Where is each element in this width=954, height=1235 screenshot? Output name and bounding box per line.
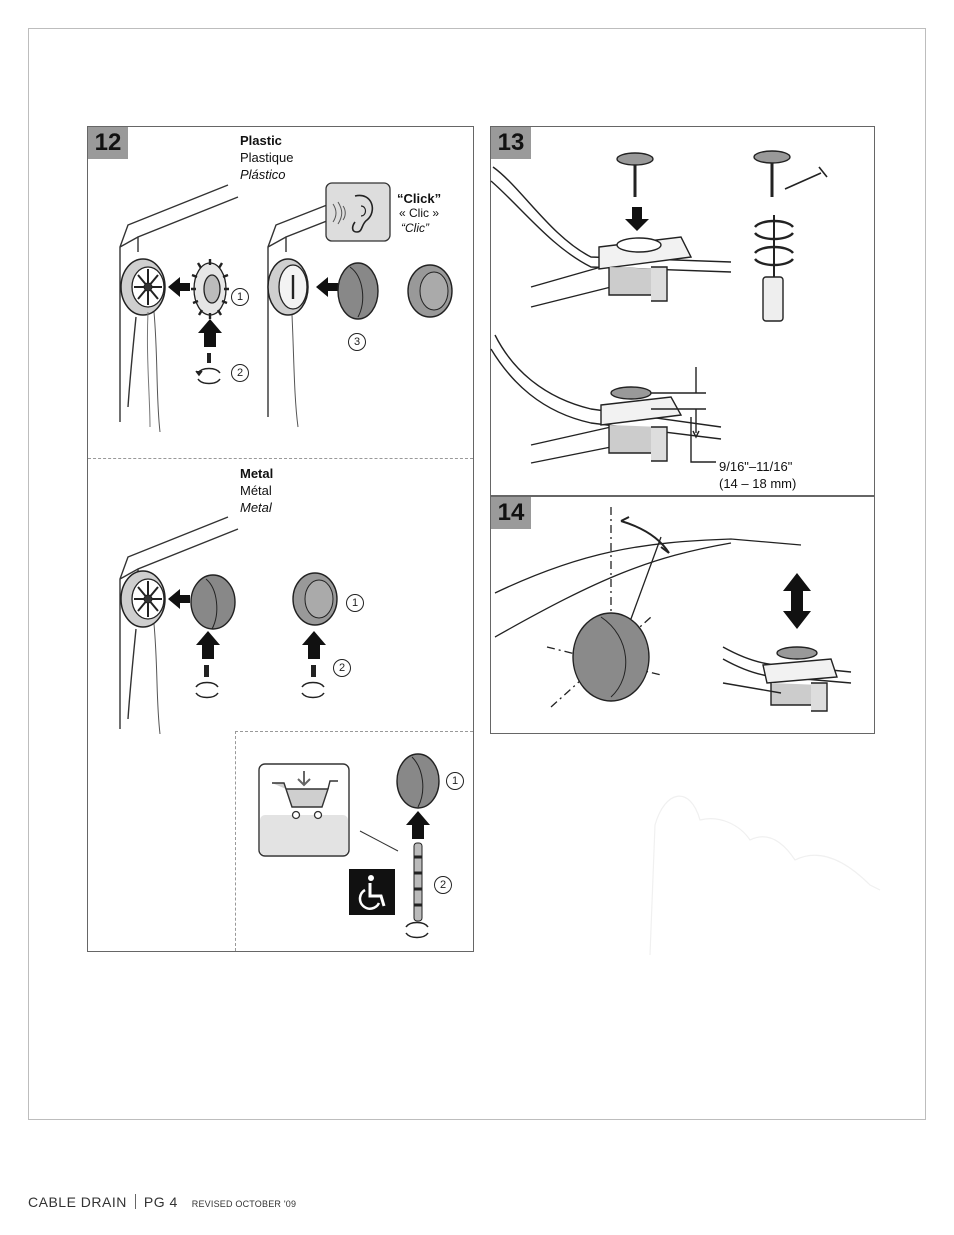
marker-1-accessory: 1 [446,772,464,790]
click-label-es: “Clic” [401,221,429,235]
plastic-label-es: Plástico [240,167,286,182]
page-footer: CABLE DRAIN PG 4 REVISED OCTOBER '09 [28,1192,296,1210]
step-12-number: 12 [88,127,128,159]
pin-cap-illustration [396,753,440,939]
metal-label-fr: Métal [240,483,272,498]
measurement-imperial: 9/16"–11/16" [719,459,793,474]
step-14-number: 14 [491,497,531,529]
plastic-label-en: Plastic [240,133,282,148]
marker-2-metal: 2 [333,659,351,677]
click-label-fr: « Clic » [399,206,440,220]
marker-2-plastic: 2 [231,364,249,382]
step-13-panel: 13 [490,126,875,496]
wheelchair-icon [349,869,395,915]
footer-product: CABLE DRAIN [28,1194,127,1210]
click-label-en: “Click” [397,191,442,206]
arrow-icon [625,207,649,231]
gear-adapter [191,259,229,319]
measurement-metric: (14 – 18 mm) [719,476,797,491]
marker-1-plastic: 1 [231,288,249,306]
marker-3-plastic: 3 [348,333,366,351]
rotate-icon [754,219,794,267]
marker-1-metal: 1 [346,594,364,612]
step-13-number: 13 [491,127,531,159]
shopping-cart-icon [258,763,350,857]
metal-overflow-illustration [119,516,338,735]
page-border [28,28,926,1120]
ear-icon [325,182,391,242]
arrow-icon [168,277,190,297]
cover-cap-front [407,264,453,318]
metal-label-en: Metal [240,466,274,481]
overflow-wheel-right [267,258,309,316]
footer-page: PG 4 [143,1194,178,1210]
cap-alignment-illustration [494,507,852,712]
plastic-label-fr: Plastique [240,150,294,165]
drain-install-illustration [490,150,828,464]
wrench-icon [784,166,828,190]
connector-line [359,830,399,852]
marker-2-accessory: 2 [434,876,452,894]
arrow-icon [783,573,811,629]
accessory-divider-v [235,731,236,951]
rotate-icon [195,367,221,385]
accessory-divider-h [235,731,473,732]
click-sound-box: “Click” « Clic » “Clic” [325,182,465,244]
footer-revised: REVISED OCTOBER '09 [191,1199,297,1209]
plastic-metal-divider [88,458,473,459]
step-14-panel: 14 [490,496,875,734]
step-12-panel: 12 Plastic Plastique Plástico [87,126,474,952]
overflow-wheel-left [120,258,166,316]
arrow-icon [198,319,222,347]
plastic-overflow-illustration [119,184,453,433]
metal-label-es: Metal [240,500,272,515]
faint-sketch-artifact [649,795,881,956]
cover-cap-side [337,262,379,320]
footer-separator [134,1194,136,1209]
